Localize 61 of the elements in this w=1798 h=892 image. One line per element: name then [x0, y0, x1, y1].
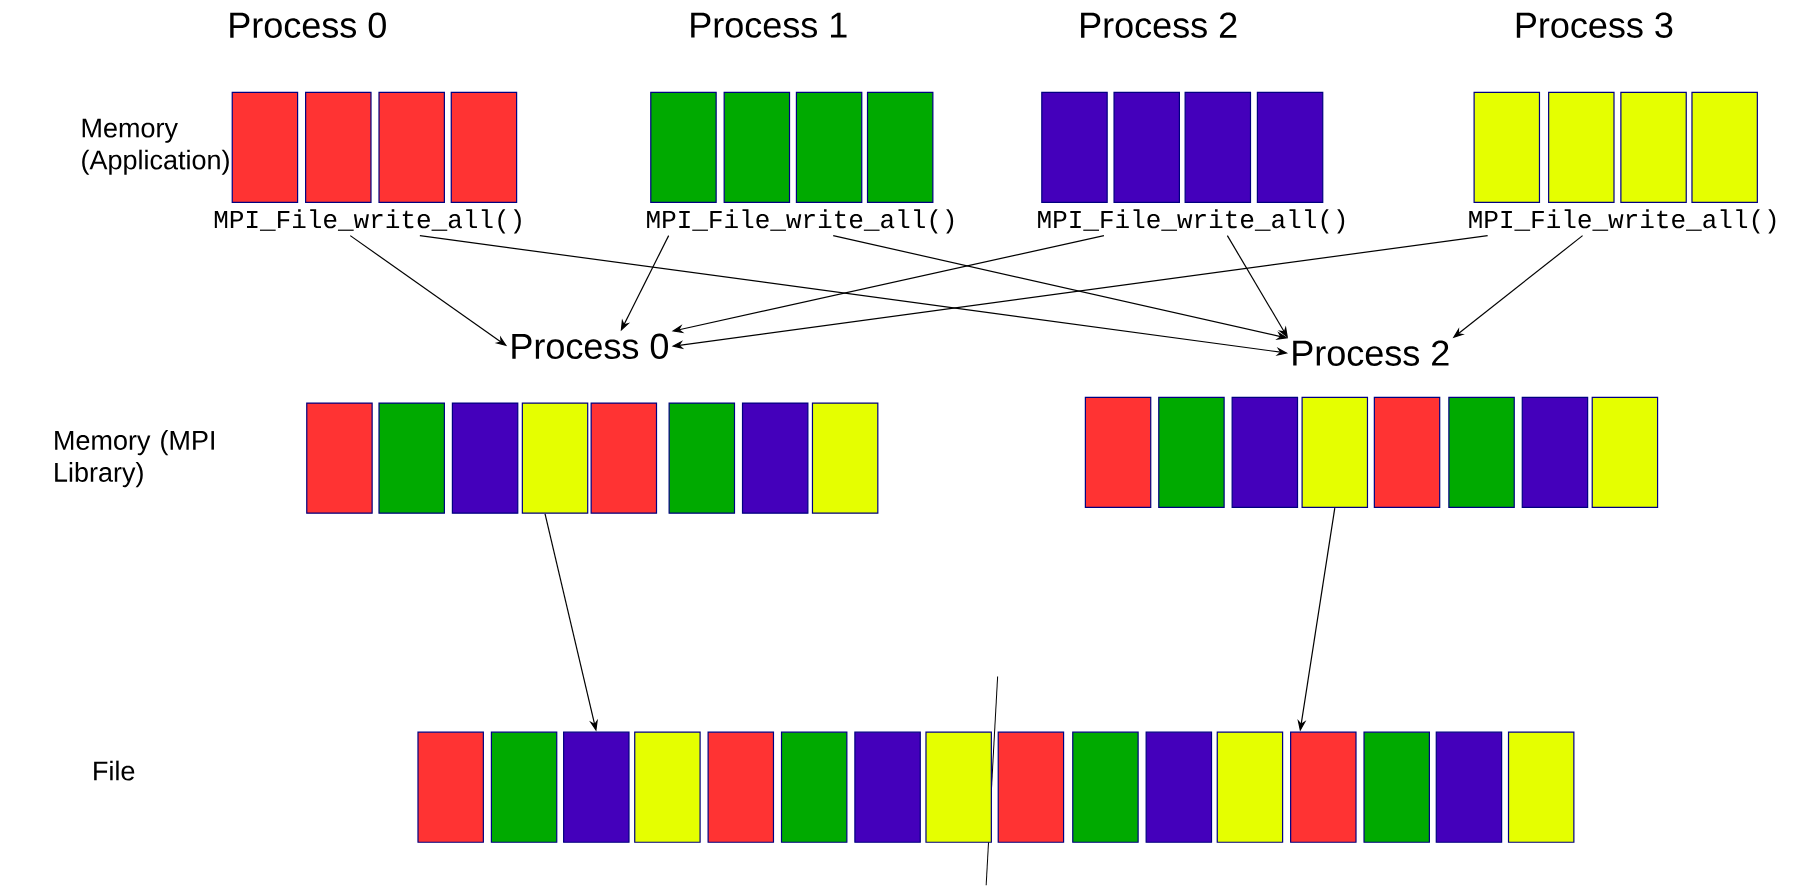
function-call-label: MPI_File_write_all() [647, 209, 954, 234]
data-block [741, 402, 809, 514]
process-label: Process 0 [512, 333, 668, 360]
row-label: Memory (Application) [82, 118, 229, 175]
data-block [417, 731, 484, 843]
data-block [811, 402, 879, 514]
data-block [1507, 731, 1575, 843]
data-block [1473, 91, 1541, 203]
row-label: Memory (MPI Library) [55, 430, 214, 488]
data-block [866, 91, 934, 203]
function-call-label: MPI_File_write_all() [214, 209, 521, 234]
data-block [1256, 91, 1324, 203]
data-block [1448, 396, 1515, 509]
data-block [378, 91, 445, 203]
data-block [1184, 91, 1252, 203]
data-block [231, 91, 299, 203]
data-block [723, 91, 791, 203]
data-block [1691, 91, 1758, 203]
data-block [707, 731, 775, 843]
data-block [450, 91, 518, 203]
data-block [1363, 731, 1430, 843]
data-block [1521, 396, 1589, 509]
data-block [451, 402, 519, 514]
data-block [1158, 396, 1225, 509]
data-block [668, 402, 736, 514]
data-block [650, 91, 717, 203]
data-block [1301, 396, 1369, 509]
data-block [1072, 731, 1139, 843]
data-block [1373, 396, 1441, 509]
row-label: File [94, 760, 135, 781]
data-block [1548, 91, 1615, 203]
data-block [795, 91, 863, 203]
data-block [634, 731, 701, 843]
data-block [378, 402, 445, 514]
data-block [1591, 396, 1659, 509]
data-block [521, 402, 589, 514]
data-block [997, 731, 1065, 843]
data-block [563, 731, 630, 843]
data-block [490, 731, 558, 843]
data-block [1216, 731, 1284, 843]
function-call-label: MPI_File_write_all() [1469, 209, 1776, 234]
data-block [1041, 91, 1108, 203]
data-block [1620, 91, 1687, 203]
data-block [1435, 731, 1503, 843]
column-heading: Process 3 [1516, 12, 1673, 38]
data-block [1084, 396, 1152, 509]
data-block [780, 731, 848, 843]
column-heading: Process 2 [1081, 12, 1237, 38]
data-block [590, 402, 658, 514]
data-block [854, 731, 921, 843]
column-heading: Process 1 [691, 12, 847, 38]
data-block [1231, 396, 1299, 509]
data-block [1145, 731, 1213, 843]
data-block [305, 91, 372, 203]
data-block [1290, 731, 1357, 843]
data-block [306, 402, 373, 514]
data-block [925, 731, 992, 843]
function-call-label: MPI_File_write_all() [1038, 209, 1345, 234]
data-block [1113, 91, 1180, 203]
column-heading: Process 0 [230, 12, 386, 38]
process-label: Process 2 [1293, 340, 1449, 366]
